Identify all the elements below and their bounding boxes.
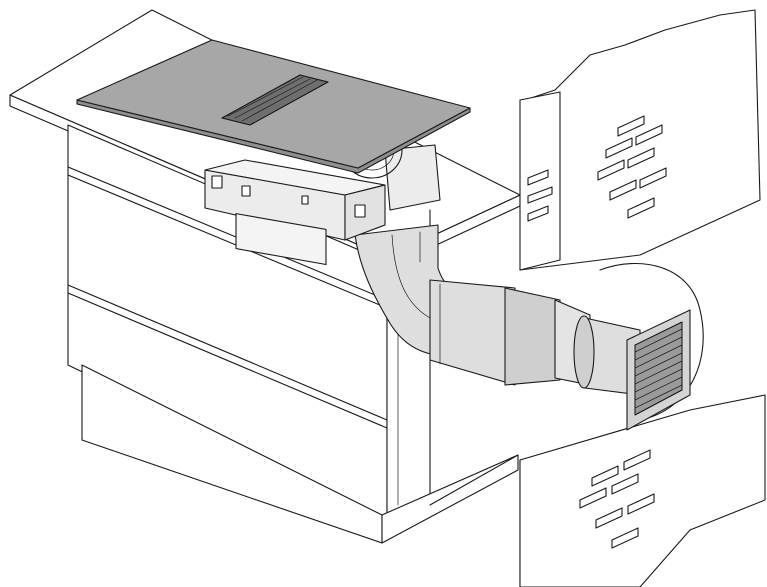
wall-lower-front — [519, 394, 766, 587]
ducting — [354, 224, 641, 396]
wall-upper — [519, 9, 761, 271]
brick-icon — [597, 115, 667, 219]
pipe-clamp-icon — [573, 315, 595, 389]
fan-outlet — [384, 144, 441, 211]
wall-grille-icon — [626, 309, 691, 431]
drawer-gap — [67, 292, 388, 429]
drawer-gap — [67, 174, 388, 309]
motor-housing — [204, 121, 441, 266]
wall-lower — [519, 394, 766, 587]
wall-upper-side — [519, 91, 561, 271]
duct-straight-face — [504, 287, 561, 386]
drawer-gap — [67, 284, 388, 421]
cooktop — [76, 39, 471, 174]
connector-box — [235, 213, 327, 266]
brick-icon — [579, 449, 655, 549]
vent-slot — [221, 74, 329, 126]
brick-icon — [527, 169, 553, 222]
drawer-gap — [67, 166, 388, 301]
duct-straight — [429, 279, 516, 386]
plinth-side — [381, 454, 519, 544]
